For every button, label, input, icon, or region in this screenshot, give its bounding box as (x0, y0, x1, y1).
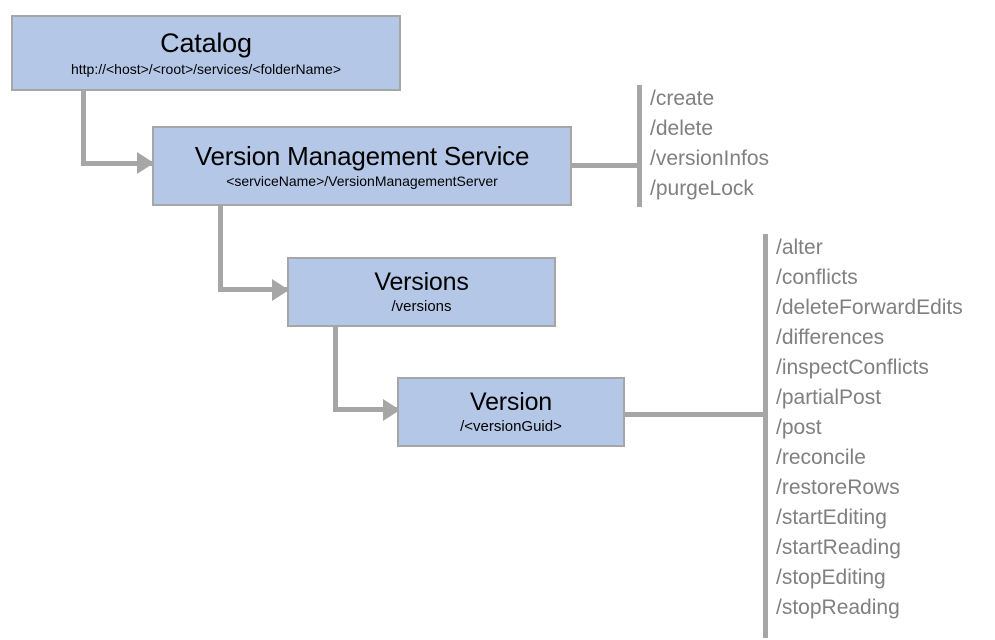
bracket-service-operations (637, 85, 642, 207)
node-version-path: /<versionGuid> (460, 417, 562, 435)
bracket-version-operations (763, 234, 768, 638)
node-versions: Versions /versions (287, 257, 556, 327)
connector-service-to-versions-horizontal (218, 287, 297, 292)
endpoint-item: /conflicts (776, 266, 858, 289)
node-catalog-title: Catalog (160, 28, 252, 59)
endpoint-item: /stopEditing (776, 566, 886, 589)
node-version-title: Version (470, 387, 552, 416)
endpoint-item: /reconcile (776, 446, 866, 469)
node-version-management-service: Version Management Service <serviceName>… (152, 126, 572, 206)
endpoint-item: /delete (650, 117, 714, 140)
endpoint-item: /post (776, 416, 822, 439)
connector-catalog-to-service-horizontal (81, 161, 158, 166)
arrowhead-service-to-versions (272, 279, 289, 301)
endpoint-item: /partialPost (776, 386, 882, 409)
endpoint-item: /alter (776, 236, 823, 259)
node-catalog: Catalog http://<host>/<root>/services/<f… (11, 15, 401, 91)
endpoint-item: /startReading (776, 536, 901, 559)
arrowhead-catalog-to-service (137, 152, 154, 174)
node-versions-path: /versions (391, 297, 452, 315)
endpoint-item: /inspectConflicts (776, 356, 929, 379)
endpoint-item: /versionInfos (650, 147, 770, 170)
endpoint-list-service-operations: /create/delete/versionInfos/purgeLock (650, 84, 769, 204)
endpoint-item: /create (650, 87, 715, 110)
connector-service-to-versions-vertical (218, 206, 223, 292)
node-version-management-service-title: Version Management Service (194, 141, 530, 172)
arrowhead-versions-to-version (383, 399, 400, 421)
connector-version-to-operations (622, 412, 768, 417)
node-versions-title: Versions (374, 267, 469, 296)
connector-catalog-to-service-vertical (81, 91, 86, 166)
node-version: Version /<versionGuid> (397, 377, 625, 447)
endpoint-item: /restoreRows (776, 476, 900, 499)
endpoint-item: /startEditing (776, 506, 887, 529)
endpoint-list-version-operations: /alter/conflicts/deleteForwardEdits/diff… (776, 233, 963, 623)
endpoint-item: /differences (776, 326, 885, 349)
node-version-management-service-path: <serviceName>/VersionManagementServer (226, 173, 498, 190)
endpoint-item: /purgeLock (650, 177, 754, 200)
connector-service-to-operations (570, 163, 642, 168)
node-catalog-path: http://<host>/<root>/services/<folderNam… (70, 60, 342, 77)
connector-versions-to-version-vertical (333, 327, 338, 412)
endpoint-item: /stopReading (776, 596, 900, 619)
connector-versions-to-version-horizontal (333, 407, 410, 412)
endpoint-item: /deleteForwardEdits (776, 296, 963, 319)
